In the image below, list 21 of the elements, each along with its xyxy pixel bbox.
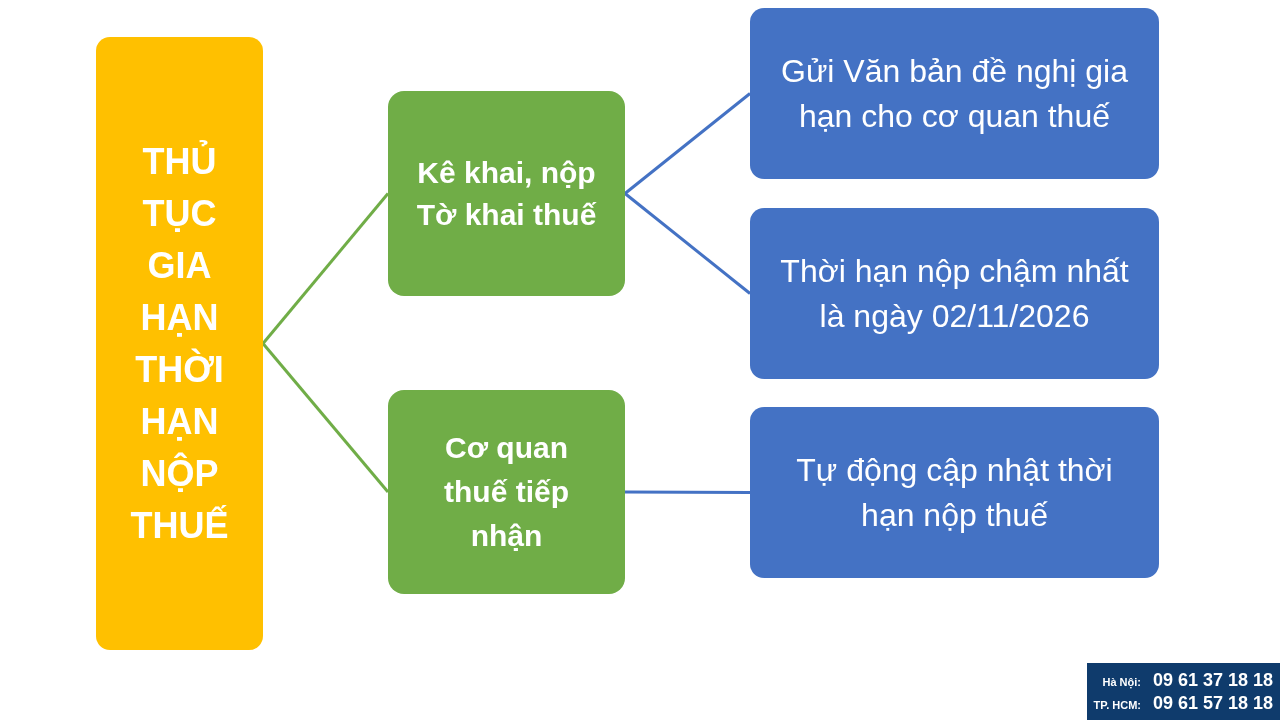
step-text: Kê khai, nộp Tờ khai thuế <box>415 154 598 233</box>
process-box <box>388 91 625 296</box>
step-text: Thời hạn nộp chậm nhất là ngày 02/11/2026 <box>779 251 1130 336</box>
phone-number: 09 61 57 18 18 <box>1153 694 1275 712</box>
step-text: Gửi Văn bản đề nghị gia hạn cho cơ quan thuế <box>780 51 1129 136</box>
connector-line <box>261 192 390 345</box>
process-box <box>750 407 1159 578</box>
connector-line <box>625 490 750 494</box>
city-label: TP. HCM: <box>1092 700 1141 711</box>
phone-number: 09 61 37 18 18 <box>1153 671 1275 689</box>
title-text: THỦ TỤC GIA HẠN THỜI HẠN NỘP THUẾ <box>129 139 230 548</box>
connector-line <box>624 92 751 195</box>
city-label: Hà Nội: <box>1101 677 1141 688</box>
title-panel <box>96 37 263 650</box>
process-box <box>750 208 1159 379</box>
step-text: Tự động cập nhật thời hạn nộp thuế <box>795 450 1114 535</box>
step-text: Cơ quan thuế tiếp nhận <box>443 430 570 554</box>
connector-line <box>261 342 390 493</box>
process-box <box>750 8 1159 179</box>
connector-line <box>624 192 751 295</box>
process-box <box>388 390 625 594</box>
